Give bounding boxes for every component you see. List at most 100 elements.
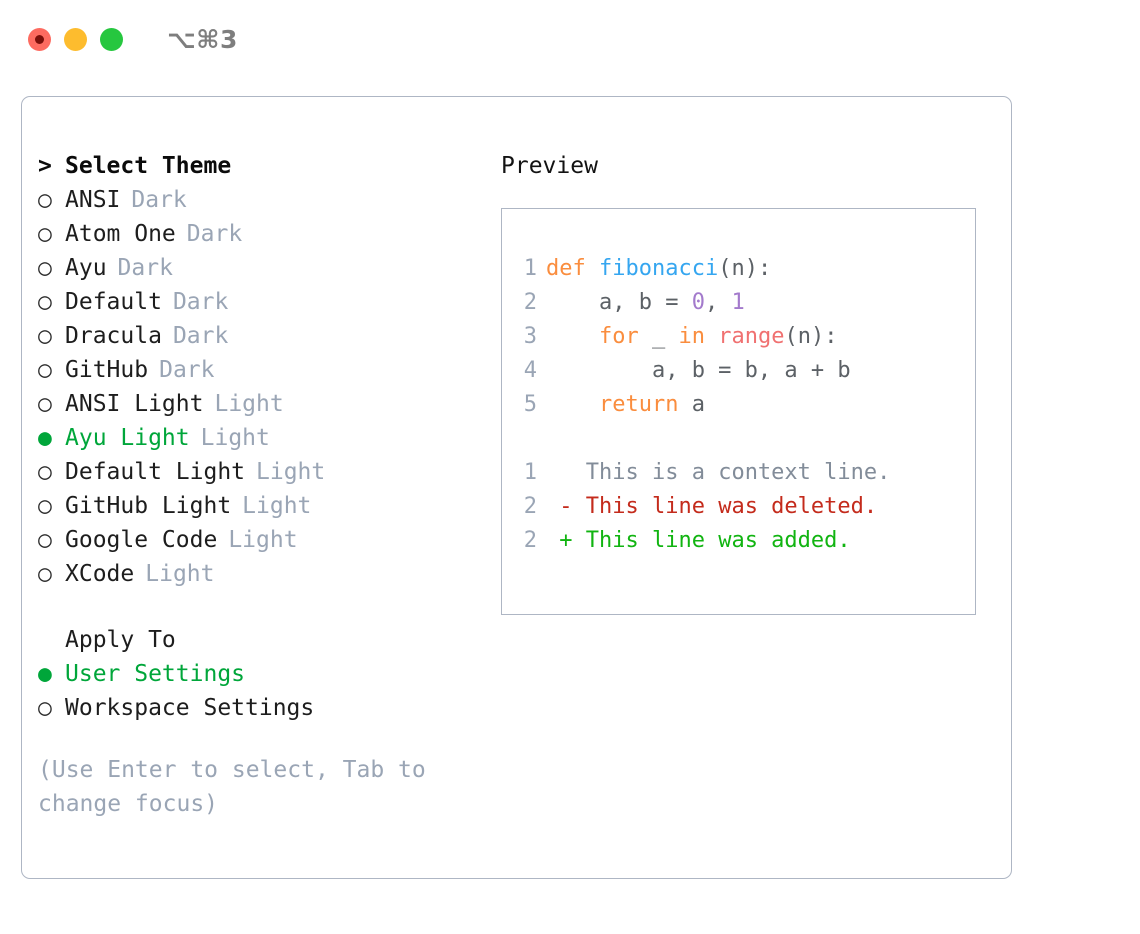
section-title: Select Theme: [65, 153, 232, 179]
apply-to-group: Apply To ● User Settings ○Workspace Settin…: [38, 623, 478, 725]
theme-option-tag: Dark: [172, 289, 229, 315]
theme-option-label: Google Code: [65, 527, 218, 553]
theme-option-tag: Dark: [172, 323, 229, 349]
apply-to-label: Apply To: [65, 627, 176, 653]
radio-selected-icon: ●: [38, 425, 52, 451]
radio-unselected-icon: ○: [38, 187, 52, 213]
apply-to-option-user-settings[interactable]: ● User Settings: [38, 657, 478, 691]
code-token-num: 1: [731, 290, 745, 315]
code-token-var: [705, 324, 718, 349]
diff-sign: -: [546, 494, 586, 519]
minimize-button[interactable]: [64, 27, 87, 51]
code-token-kw: for: [598, 324, 639, 349]
radio-selected-icon: ●: [38, 661, 52, 687]
code-spacer: [502, 422, 975, 456]
apply-to-option-workspace-settings[interactable]: ○Workspace Settings: [38, 691, 478, 725]
radio-unselected-icon: ○: [38, 357, 52, 383]
theme-option-ayu[interactable]: ○ Ayu Dark: [38, 251, 478, 285]
radio-unselected-icon: ○: [38, 459, 52, 485]
diff-line-context: 1 This is a context line.: [502, 456, 975, 490]
apply-to-title: Apply To: [38, 623, 478, 657]
theme-option-tag: Light: [200, 425, 270, 451]
diff-line-add: 2 + This line was added.: [502, 524, 975, 558]
diff-block: 1 This is a context line.2 - This line w…: [502, 456, 975, 558]
title-bar: ⌥⌘3: [0, 0, 1140, 78]
theme-option-label: Ayu: [65, 255, 107, 281]
theme-option-label: ANSI: [65, 187, 121, 213]
diff-line-content: This is a context line.: [546, 456, 891, 490]
radio-unselected-icon: ○: [38, 561, 52, 587]
theme-option-default[interactable]: ○ Default Dark: [38, 285, 478, 319]
theme-option-tag: Dark: [131, 187, 187, 213]
close-button[interactable]: [28, 27, 51, 51]
theme-option-tag: Dark: [186, 221, 243, 247]
code-line: 2 a, b = 0, 1: [502, 286, 975, 320]
radio-unselected-icon: ○: [38, 391, 52, 417]
diff-line-del: 2 - This line was deleted.: [502, 490, 975, 524]
code-line-content: a, b = b, a + b: [546, 354, 851, 388]
theme-option-label: Ayu Light: [65, 425, 190, 451]
diff-sign: +: [546, 528, 586, 553]
theme-option-ansi-light[interactable]: ○ ANSI Light Light: [38, 387, 478, 421]
code-token-punc: (n):: [718, 256, 772, 281]
theme-option-tag: Dark: [117, 255, 173, 281]
theme-option-tag: Light: [228, 527, 298, 553]
theme-option-ayu-light[interactable]: ● Ayu Light Light: [38, 421, 478, 455]
theme-option-label: Atom One: [65, 221, 176, 247]
code-line: 4 a, b = b, a + b: [502, 354, 975, 388]
prompt-caret-icon: >: [38, 153, 52, 179]
theme-option-ansi[interactable]: ○ ANSI Dark: [38, 183, 478, 217]
code-line-content: for _ in range(n):: [546, 320, 837, 354]
theme-option-label: Default: [65, 289, 162, 315]
radio-unselected-icon: ○: [38, 255, 52, 281]
theme-option-tag: Light: [214, 391, 284, 417]
shortcut-label: ⌥⌘3: [167, 24, 238, 54]
theme-option-label: Dracula: [65, 323, 162, 349]
radio-unselected-icon: ○: [38, 695, 52, 721]
line-number: 3: [523, 324, 537, 349]
line-number: 2: [523, 290, 537, 315]
diff-text: This is a context line.: [585, 460, 891, 485]
zoom-button[interactable]: [100, 27, 123, 51]
select-theme-header: > Select Theme: [38, 149, 478, 183]
theme-option-label: GitHub Light: [65, 493, 232, 519]
code-token-var: [546, 324, 599, 349]
code-token-var: _: [638, 324, 679, 349]
line-number: 5: [523, 392, 537, 417]
diff-text: This line was deleted.: [585, 494, 878, 519]
theme-option-tag: Light: [242, 493, 312, 519]
radio-unselected-icon: ○: [38, 289, 52, 315]
traffic-light-group: [28, 27, 123, 51]
apply-to-option-list: ● User Settings ○Workspace Settings: [38, 657, 478, 725]
recording-dot-icon: [35, 34, 44, 44]
keyboard-hint: (Use Enter to select, Tab to change focu…: [38, 757, 426, 817]
theme-option-tag: Light: [145, 561, 215, 587]
apply-to-option-label: User Settings: [65, 661, 246, 687]
theme-option-label: ANSI Light: [65, 391, 204, 417]
theme-option-label: XCode: [65, 561, 135, 587]
code-token-bi: range: [718, 324, 785, 349]
code-token-var: [546, 392, 599, 417]
line-number: 4: [523, 358, 537, 383]
code-line: 5 return a: [502, 388, 975, 422]
code-line: 3 for _ in range(n):: [502, 320, 975, 354]
diff-text: This line was added.: [585, 528, 851, 553]
code-token-var: a, b =: [546, 290, 692, 315]
theme-option-xcode[interactable]: ○ XCode Light: [38, 557, 478, 591]
code-token-num: 0: [691, 290, 705, 315]
code-token-punc: ,: [704, 290, 732, 315]
code-token-var: a, b = b, a + b: [546, 358, 851, 383]
